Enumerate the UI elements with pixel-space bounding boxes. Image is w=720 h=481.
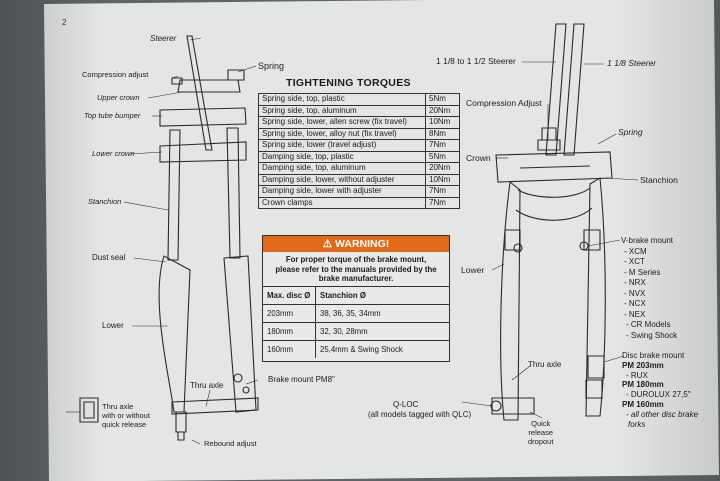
- label-upper-crown: Upper crown: [97, 93, 140, 102]
- label-steerer: Steerer: [150, 34, 177, 43]
- label-compression-adjust: Compression adjust: [82, 70, 149, 79]
- label-rebound-adjust: Rebound adjust: [204, 439, 257, 448]
- label-stanchion-right: Stanchion: [640, 175, 678, 185]
- label-lower-right: Lower: [461, 265, 485, 275]
- label-quick-release-dropout: Quick release dropout: [528, 419, 554, 446]
- page-number: 2: [62, 18, 67, 27]
- right-leader-lines: [461, 61, 639, 419]
- label-thru-axle: Thru axle: [190, 381, 224, 390]
- label-steerer-range: 1 1/8 to 1 1/2 Steerer: [436, 56, 516, 66]
- thru-axle-inset-drawing: [79, 397, 99, 423]
- label-qloc: Q-LOC: [393, 400, 419, 409]
- label-steerer-1-1-8: 1 1/8 Steerer: [607, 58, 657, 68]
- label-compression-adjust-right: Compression Adjust: [466, 98, 542, 108]
- right-fork-drawing: [490, 23, 613, 421]
- warning-box: ⚠ WARNING! For proper torque of the brak…: [262, 235, 450, 362]
- label-dust-seal: Dust seal: [92, 253, 126, 262]
- label-lower-crown: Lower crown: [92, 149, 135, 158]
- vbrake-mount-list: V-brake mount - XCM - XCT - M Series - N…: [621, 236, 678, 340]
- label-spring-right: Spring: [618, 127, 643, 137]
- label-lower: Lower: [102, 321, 124, 330]
- label-brake-mount: Brake mount PM8": [268, 375, 335, 384]
- label-thru-axle-option: Thru axle with or without quick release: [102, 402, 150, 429]
- label-qloc-note: (all models tagged with QLC): [368, 410, 472, 419]
- left-fork-drawing: [158, 35, 259, 441]
- label-stanchion: Stanchion: [88, 197, 122, 206]
- label-top-tube-bumper: Top tube bumper: [84, 111, 141, 120]
- torque-table-title: TIGHTENING TORQUES: [286, 77, 411, 89]
- table-row: Spring side, lower, alloy nut (fix trave…: [258, 127, 460, 140]
- label-crown: Crown: [466, 153, 491, 163]
- label-thru-axle-right: Thru axle: [528, 360, 562, 369]
- warning-header: ⚠ WARNING!: [263, 236, 449, 252]
- left-leader-lines: [66, 37, 259, 445]
- table-row: Spring side, lower (travel adjust)7Nm: [258, 139, 460, 152]
- disc-brake-mount-list: Disc brake mount PM 203mm - RUX PM 180mm…: [622, 351, 699, 429]
- label-spring: Spring: [258, 61, 285, 71]
- warning-text: For proper torque of the brake mount, pl…: [275, 255, 437, 283]
- table-row: Spring side, lower, allen screw (fix tra…: [258, 116, 460, 129]
